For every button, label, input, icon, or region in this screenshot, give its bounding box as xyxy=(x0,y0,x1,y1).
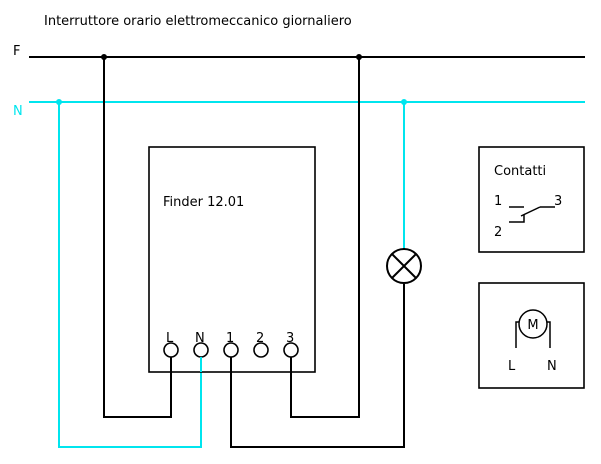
terminal-screw-icon xyxy=(223,342,239,358)
legend-motor-box xyxy=(478,282,585,389)
terminal-1: 1 xyxy=(223,331,239,358)
terminal-L: L xyxy=(163,331,179,358)
terminal-screw-icon xyxy=(163,342,179,358)
motor-label-L: L xyxy=(508,359,516,374)
changeover-contact-icon xyxy=(509,206,555,223)
terminal-label-L: L xyxy=(166,331,174,346)
wire-neutral-to-N xyxy=(58,102,202,448)
motor-label-N: N xyxy=(547,359,557,374)
terminal-3: 3 xyxy=(283,331,299,358)
terminal-N: N xyxy=(193,331,209,358)
diagram-title: Interruttore orario elettromeccanico gio… xyxy=(44,14,352,29)
motor-icon xyxy=(515,309,551,348)
legend-motor: M L N xyxy=(478,282,585,389)
neutral-label: N xyxy=(13,104,23,119)
device-name: Finder 12.01 xyxy=(163,195,244,210)
terminal-screw-icon xyxy=(283,342,299,358)
terminal-label-N: N xyxy=(195,331,205,346)
wire-phase-to-3 xyxy=(290,57,360,418)
legend-contacts-box xyxy=(478,146,585,253)
motor-symbol: M xyxy=(527,318,538,333)
terminal-label-3: 3 xyxy=(286,331,294,346)
wire-1-to-lamp xyxy=(230,284,405,448)
terminal-label-2: 2 xyxy=(256,331,264,346)
legend-contacts-title: Contatti xyxy=(494,164,546,179)
contact-label-1: 1 xyxy=(494,194,502,209)
wire-phase-to-L xyxy=(103,57,172,418)
terminal-screw-icon xyxy=(253,342,269,358)
contact-label-3: 3 xyxy=(554,194,562,209)
phase-label: F xyxy=(13,44,20,59)
contact-label-2: 2 xyxy=(494,225,502,240)
terminal-2: 2 xyxy=(253,331,269,358)
legend-contacts: Contatti 1 2 3 xyxy=(478,146,585,253)
lamp-icon xyxy=(386,248,422,284)
terminal-screw-icon xyxy=(193,342,209,358)
terminal-label-1: 1 xyxy=(226,331,234,346)
